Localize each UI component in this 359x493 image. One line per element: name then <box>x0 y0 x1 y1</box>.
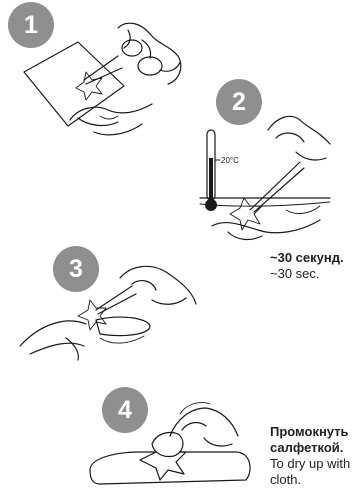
step-4-caption-en-line1: To dry up with <box>270 456 350 472</box>
step-4-caption-ru-line2: салфеткой. <box>270 440 350 456</box>
step-4-caption-ru-line1: Промокнуть <box>270 424 350 440</box>
step-4-caption: Промокнуть салфеткой. To dry up with clo… <box>270 424 350 488</box>
step-4-caption-en-line2: cloth. <box>270 472 350 488</box>
